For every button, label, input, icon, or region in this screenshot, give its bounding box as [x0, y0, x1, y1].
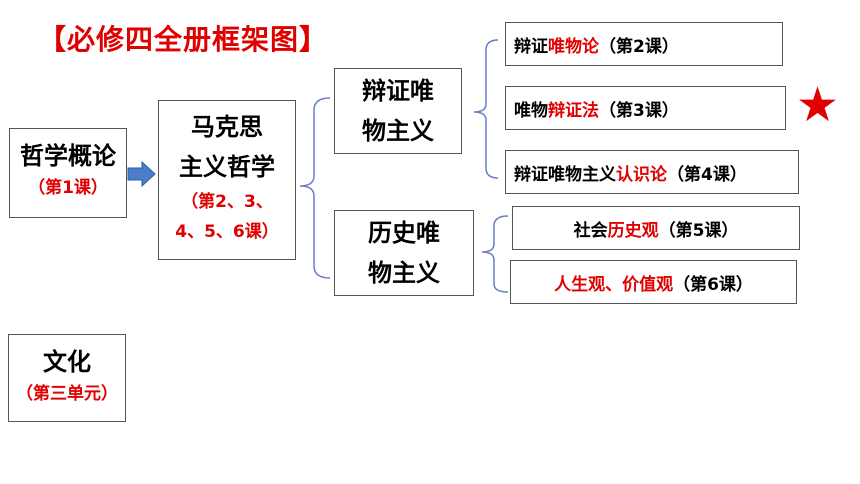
node-historical-line2: 物主义: [368, 259, 440, 287]
leaf-materialism-pre: 辩证: [514, 36, 548, 57]
leaf-history-view-post: （第5课）: [658, 220, 739, 241]
node-marxism-line2: 主义哲学: [179, 153, 275, 181]
node-dialectical-line1: 辩证唯: [362, 77, 434, 105]
arrow-right-icon: [127, 160, 156, 188]
node-historical-line1: 历史唯: [368, 219, 440, 247]
leaf-epistemology-red: 认识论: [616, 164, 667, 185]
leaf-epistemology-pre: 辩证唯物主义: [514, 164, 616, 185]
node-marxism-line1: 马克思: [191, 113, 263, 141]
leaf-materialism-red: 唯物论: [548, 36, 599, 57]
leaf-history-view: 社会历史观（第5课）: [512, 206, 800, 250]
leaf-dialectics-pre: 唯物: [514, 100, 548, 121]
leaf-life-values-post: （第6课）: [673, 274, 753, 295]
node-intro-sub: （第1课）: [28, 178, 108, 198]
leaf-materialism: 辩证唯物论（第2课）: [505, 22, 783, 66]
node-intro-label: 哲学概论: [20, 142, 116, 170]
leaf-epistemology-post: （第4课）: [667, 164, 747, 185]
leaf-dialectics: 唯物辩证法（第3课）: [505, 86, 786, 130]
leaf-life-values: 人生观、价值观（第6课）: [510, 260, 797, 304]
leaf-epistemology: 辩证唯物主义认识论（第4课）: [505, 150, 799, 194]
leaf-history-view-red: 历史观: [607, 220, 659, 241]
leaf-life-values-red: 人生观、价值观: [554, 274, 674, 295]
page-title: 【必修四全册框架图】: [38, 23, 329, 56]
node-culture-sub: （第三单元）: [16, 384, 118, 404]
node-marxism-sub2: 4、5、6课）: [175, 222, 279, 242]
node-culture-label: 文化: [43, 348, 91, 376]
leaf-history-view-pre: 社会: [573, 220, 608, 241]
bracket-marxism: [299, 97, 331, 279]
node-historical: 历史唯 物主义: [334, 210, 474, 296]
leaf-materialism-post: （第2课）: [599, 36, 679, 57]
bracket-historical: [481, 215, 509, 293]
leaf-dialectics-red: 辩证法: [548, 100, 599, 121]
node-marxism-sub1: （第2、3、: [181, 192, 273, 212]
node-marxism: 马克思 主义哲学 （第2、3、 4、5、6课）: [158, 100, 296, 260]
star-icon: ★: [796, 77, 840, 133]
leaf-dialectics-post: （第3课）: [599, 100, 679, 121]
node-dialectical: 辩证唯 物主义: [334, 68, 462, 154]
node-intro: 哲学概论 （第1课）: [9, 128, 127, 218]
node-culture: 文化 （第三单元）: [8, 334, 126, 422]
bracket-dialectical: [473, 39, 499, 179]
node-dialectical-line2: 物主义: [362, 117, 434, 145]
